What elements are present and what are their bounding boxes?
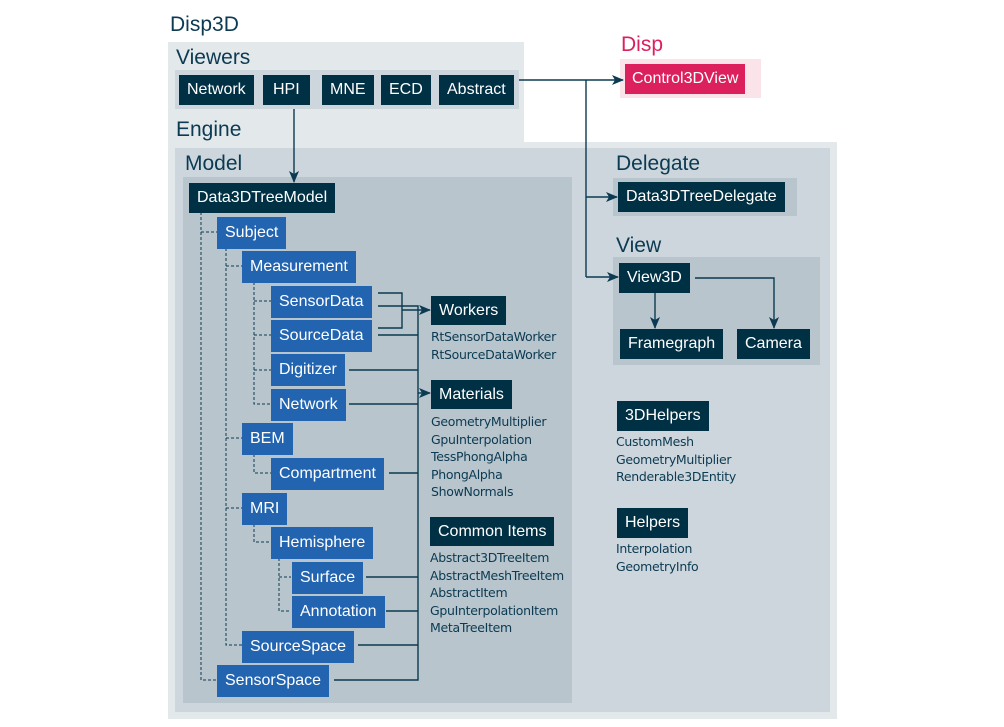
- tree-node-hemisphere[interactable]: Hemisphere: [271, 527, 374, 559]
- tree-node-subject[interactable]: Subject: [217, 217, 287, 249]
- tree-node-compartment[interactable]: Compartment: [271, 458, 384, 490]
- materials-item: PhongAlpha: [431, 466, 503, 482]
- tree-node-sensordata[interactable]: SensorData: [271, 286, 372, 318]
- tree-node-bem[interactable]: BEM: [242, 423, 293, 455]
- view3d-box[interactable]: View3D: [619, 263, 690, 293]
- tree-node-network[interactable]: Network: [271, 389, 346, 421]
- materials-item: GeometryMultiplier: [431, 414, 547, 429]
- framegraph-box[interactable]: Framegraph: [620, 329, 724, 359]
- materials-header: Materials: [431, 380, 512, 409]
- workers-list: RtSensorDataWorker RtSourceDataWorker: [431, 328, 556, 363]
- common-items-item: AbstractMeshTreeItem: [430, 567, 564, 583]
- data3dtreemodel-box[interactable]: Data3DTreeModel: [189, 183, 336, 213]
- helpers3d-item: GeometryMultiplier: [616, 451, 732, 467]
- common-items-item: MetaTreeItem: [430, 620, 512, 635]
- common-items-item: Abstract3DTreeItem: [430, 550, 550, 565]
- materials-list: GeometryMultiplier GpuInterpolation Tess…: [431, 413, 547, 501]
- viewers-title: Viewers: [176, 46, 251, 69]
- tree-node-surface[interactable]: Surface: [292, 562, 364, 594]
- common-items-item: GpuInterpolationItem: [430, 602, 558, 618]
- helpers-header: Helpers: [617, 508, 689, 538]
- workers-header: Workers: [431, 296, 507, 325]
- tree-node-measurement[interactable]: Measurement: [242, 251, 356, 283]
- delegate-title: Delegate: [616, 152, 701, 175]
- tree-node-sourcedata[interactable]: SourceData: [271, 320, 372, 352]
- helpers-item: GeometryInfo: [616, 558, 699, 574]
- viewer-network-button[interactable]: Network: [179, 75, 254, 105]
- common-items-header: Common Items: [430, 517, 555, 546]
- camera-box[interactable]: Camera: [737, 329, 810, 359]
- tree-node-digitizer[interactable]: Digitizer: [271, 354, 345, 386]
- tree-node-mri[interactable]: MRI: [242, 493, 288, 525]
- data3dtreedelegate-box[interactable]: Data3DTreeDelegate: [618, 182, 785, 212]
- disp3d-title: Disp3D: [170, 13, 239, 36]
- viewer-hpi-button[interactable]: HPI: [263, 75, 310, 105]
- disp-title: Disp: [621, 33, 664, 56]
- view-title: View: [616, 234, 662, 257]
- helpers3d-header: 3DHelpers: [617, 401, 709, 431]
- viewer-ecd-button[interactable]: ECD: [381, 75, 431, 105]
- common-items-list: Abstract3DTreeItem AbstractMeshTreeItem …: [430, 549, 564, 637]
- viewer-abstract-button[interactable]: Abstract: [439, 75, 514, 105]
- materials-item: TessPhongAlpha: [431, 449, 528, 464]
- materials-item: GpuInterpolation: [431, 431, 532, 447]
- workers-item: RtSensorDataWorker: [431, 329, 556, 344]
- control3dview-box[interactable]: Control3DView: [625, 64, 746, 94]
- helpers-item: Interpolation: [616, 541, 693, 556]
- common-items-item: AbstractItem: [430, 585, 508, 600]
- tree-node-sourcespace[interactable]: SourceSpace: [242, 631, 355, 663]
- helpers3d-list: CustomMesh GeometryMultiplier Renderable…: [616, 433, 736, 486]
- engine-title: Engine: [176, 118, 242, 141]
- view3d-to-camera-arrow: [695, 277, 779, 329]
- helpers3d-item: CustomMesh: [616, 434, 694, 449]
- materials-item: ShowNormals: [431, 484, 514, 499]
- model-title: Model: [185, 152, 243, 175]
- helpers3d-item: Renderable3DEntity: [616, 469, 736, 484]
- helpers-list: Interpolation GeometryInfo: [616, 540, 699, 575]
- workers-item: RtSourceDataWorker: [431, 346, 557, 362]
- tree-node-annotation[interactable]: Annotation: [292, 596, 385, 628]
- viewer-mne-button[interactable]: MNE: [322, 75, 374, 105]
- tree-node-sensorspace[interactable]: SensorSpace: [217, 665, 330, 697]
